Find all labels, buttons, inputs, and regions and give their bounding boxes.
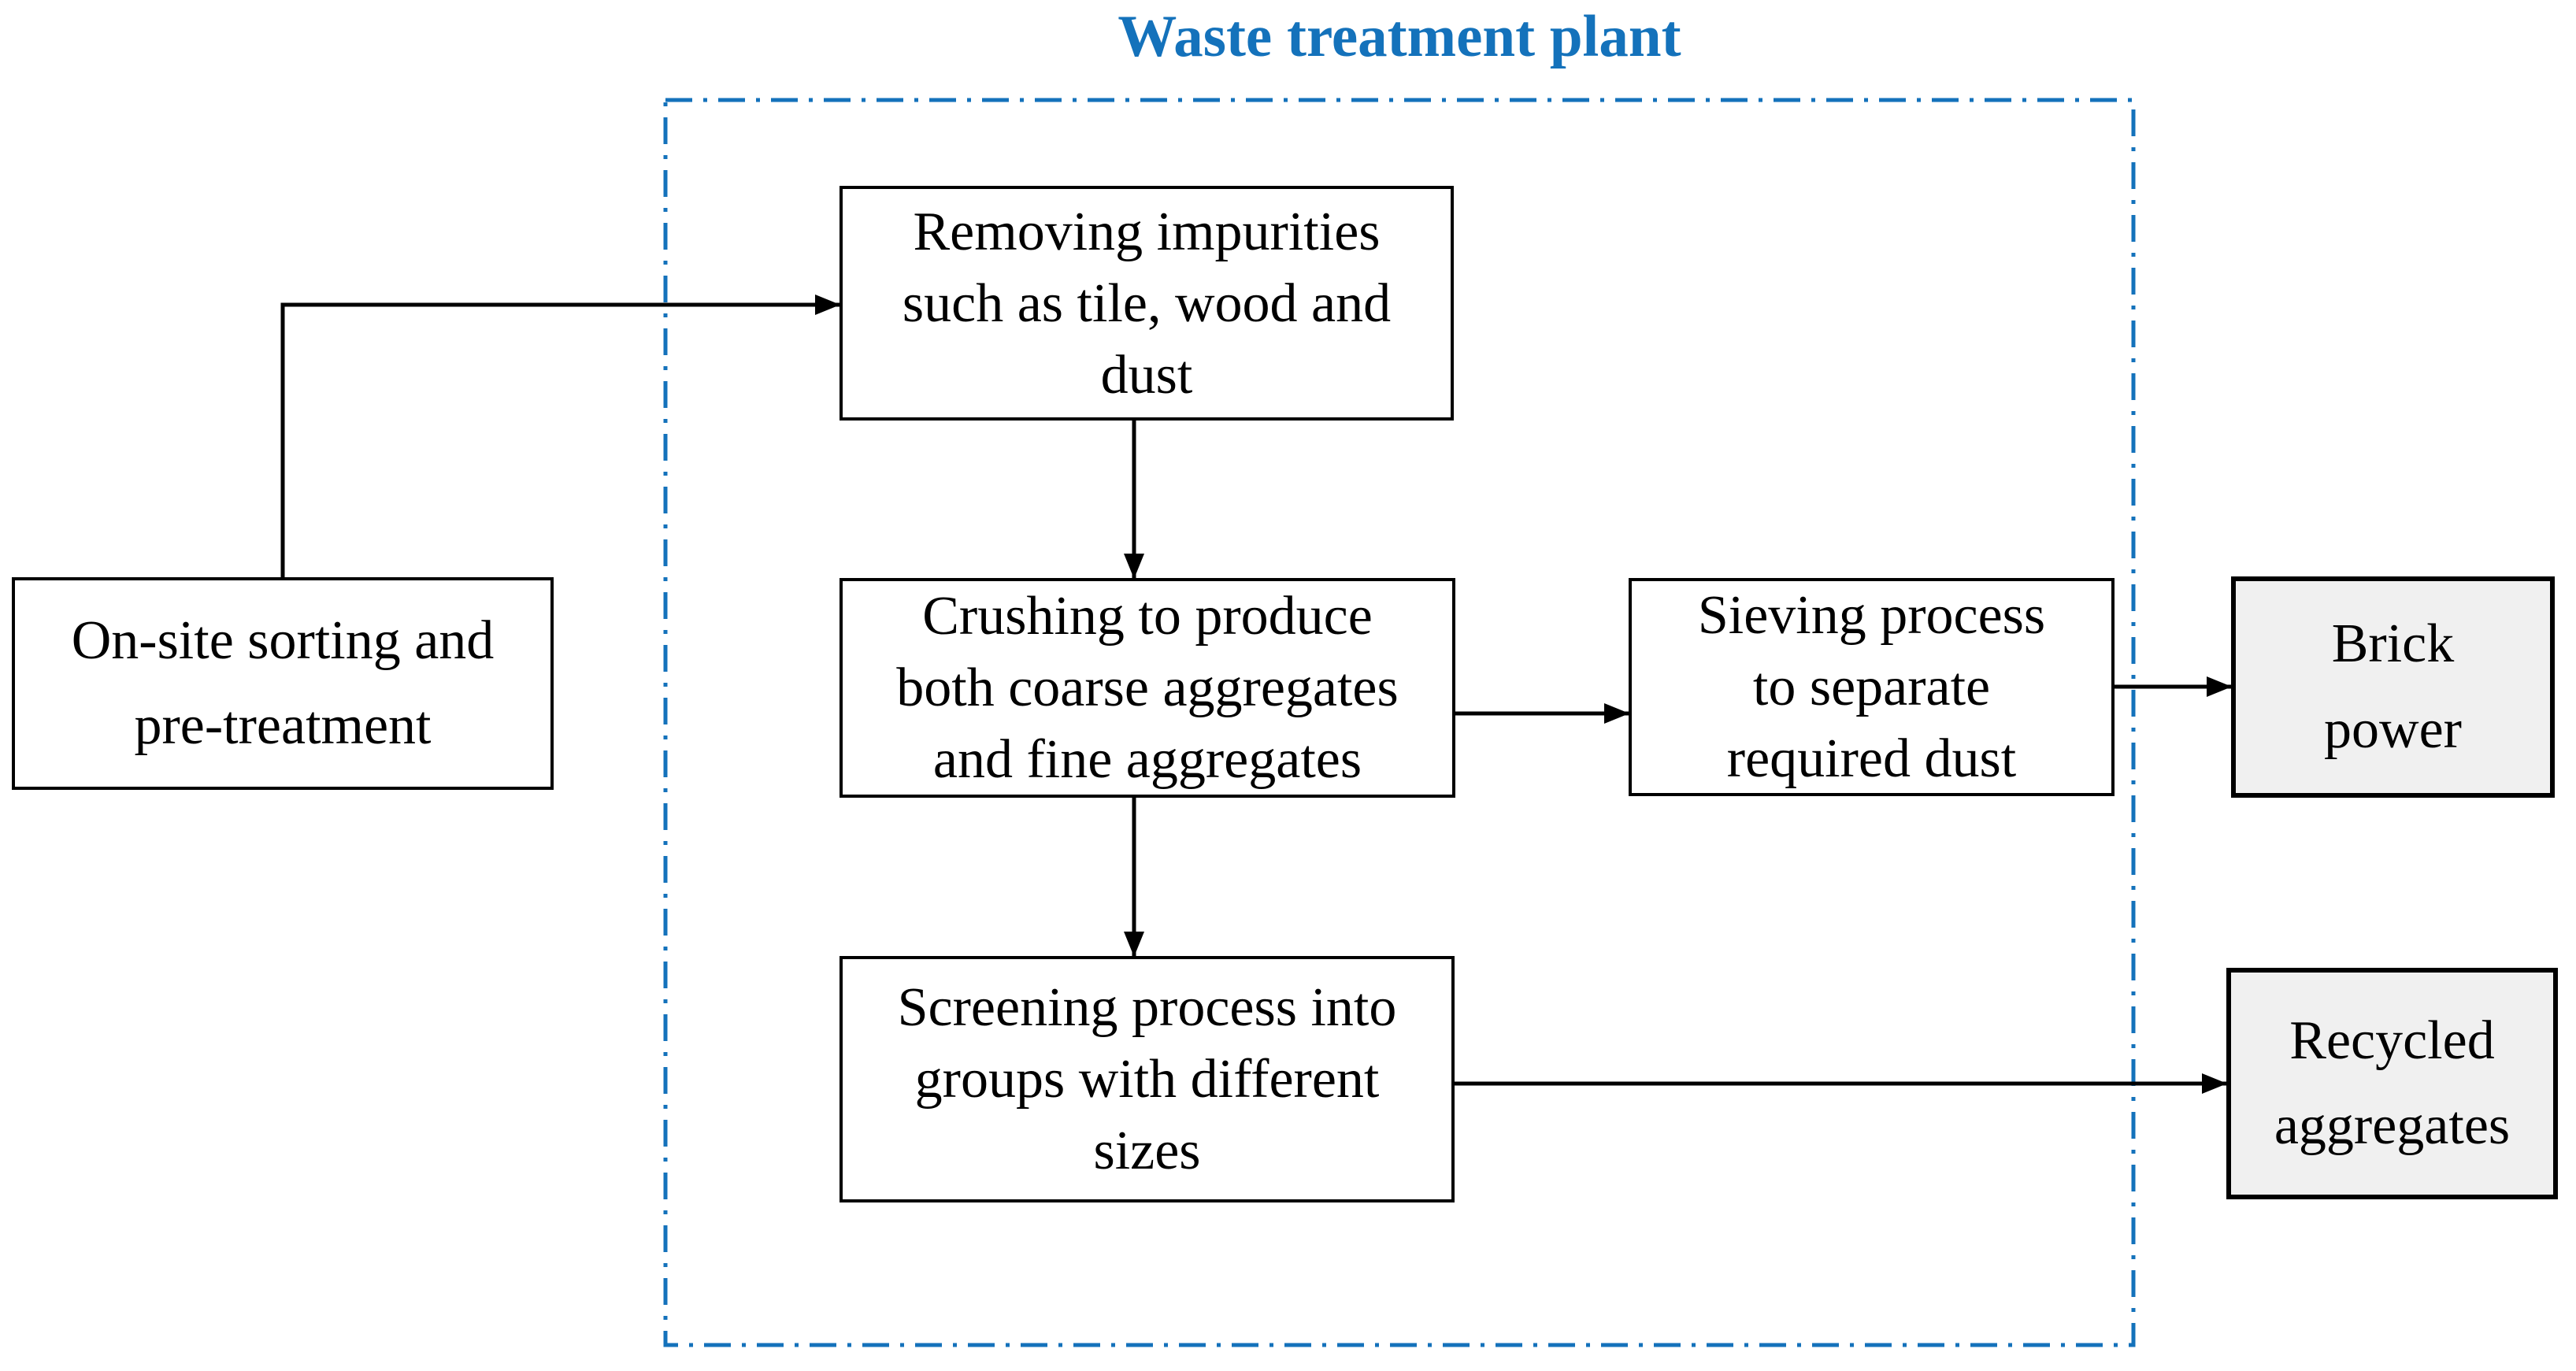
arrow-onsite-to-removing (280, 295, 840, 579)
node-crushing: Crushing to produce both coarse aggregat… (840, 578, 1455, 798)
node-removing-impurities: Removing impurities such as tile, wood a… (840, 186, 1454, 421)
diagram-title: Waste treatment plant (1118, 4, 1681, 69)
node-crushing-label: Crushing to produce both coarse aggregat… (896, 586, 1399, 790)
node-removing-impurities-label: Removing impurities such as tile, wood a… (902, 201, 1392, 406)
node-screening-process: Screening process into groups with diffe… (840, 956, 1455, 1202)
node-recycled-aggregates-label: Recycled aggregates (2274, 1010, 2511, 1157)
node-brick-power-label: Brick power (2324, 613, 2462, 760)
node-brick-power: Brick power (2231, 576, 2555, 798)
waste-treatment-plant-boundary (663, 98, 2136, 1347)
node-recycled-aggregates: Recycled aggregates (2226, 968, 2558, 1199)
node-sieving-process-label: Sieving process to separate required dus… (1697, 585, 2046, 789)
node-screening-process-label: Screening process into groups with diffe… (897, 977, 1397, 1181)
node-onsite-sorting: On-site sorting and pre-treatment (12, 577, 554, 790)
node-onsite-sorting-label: On-site sorting and pre-treatment (71, 610, 495, 757)
node-sieving-process: Sieving process to separate required dus… (1629, 578, 2115, 796)
